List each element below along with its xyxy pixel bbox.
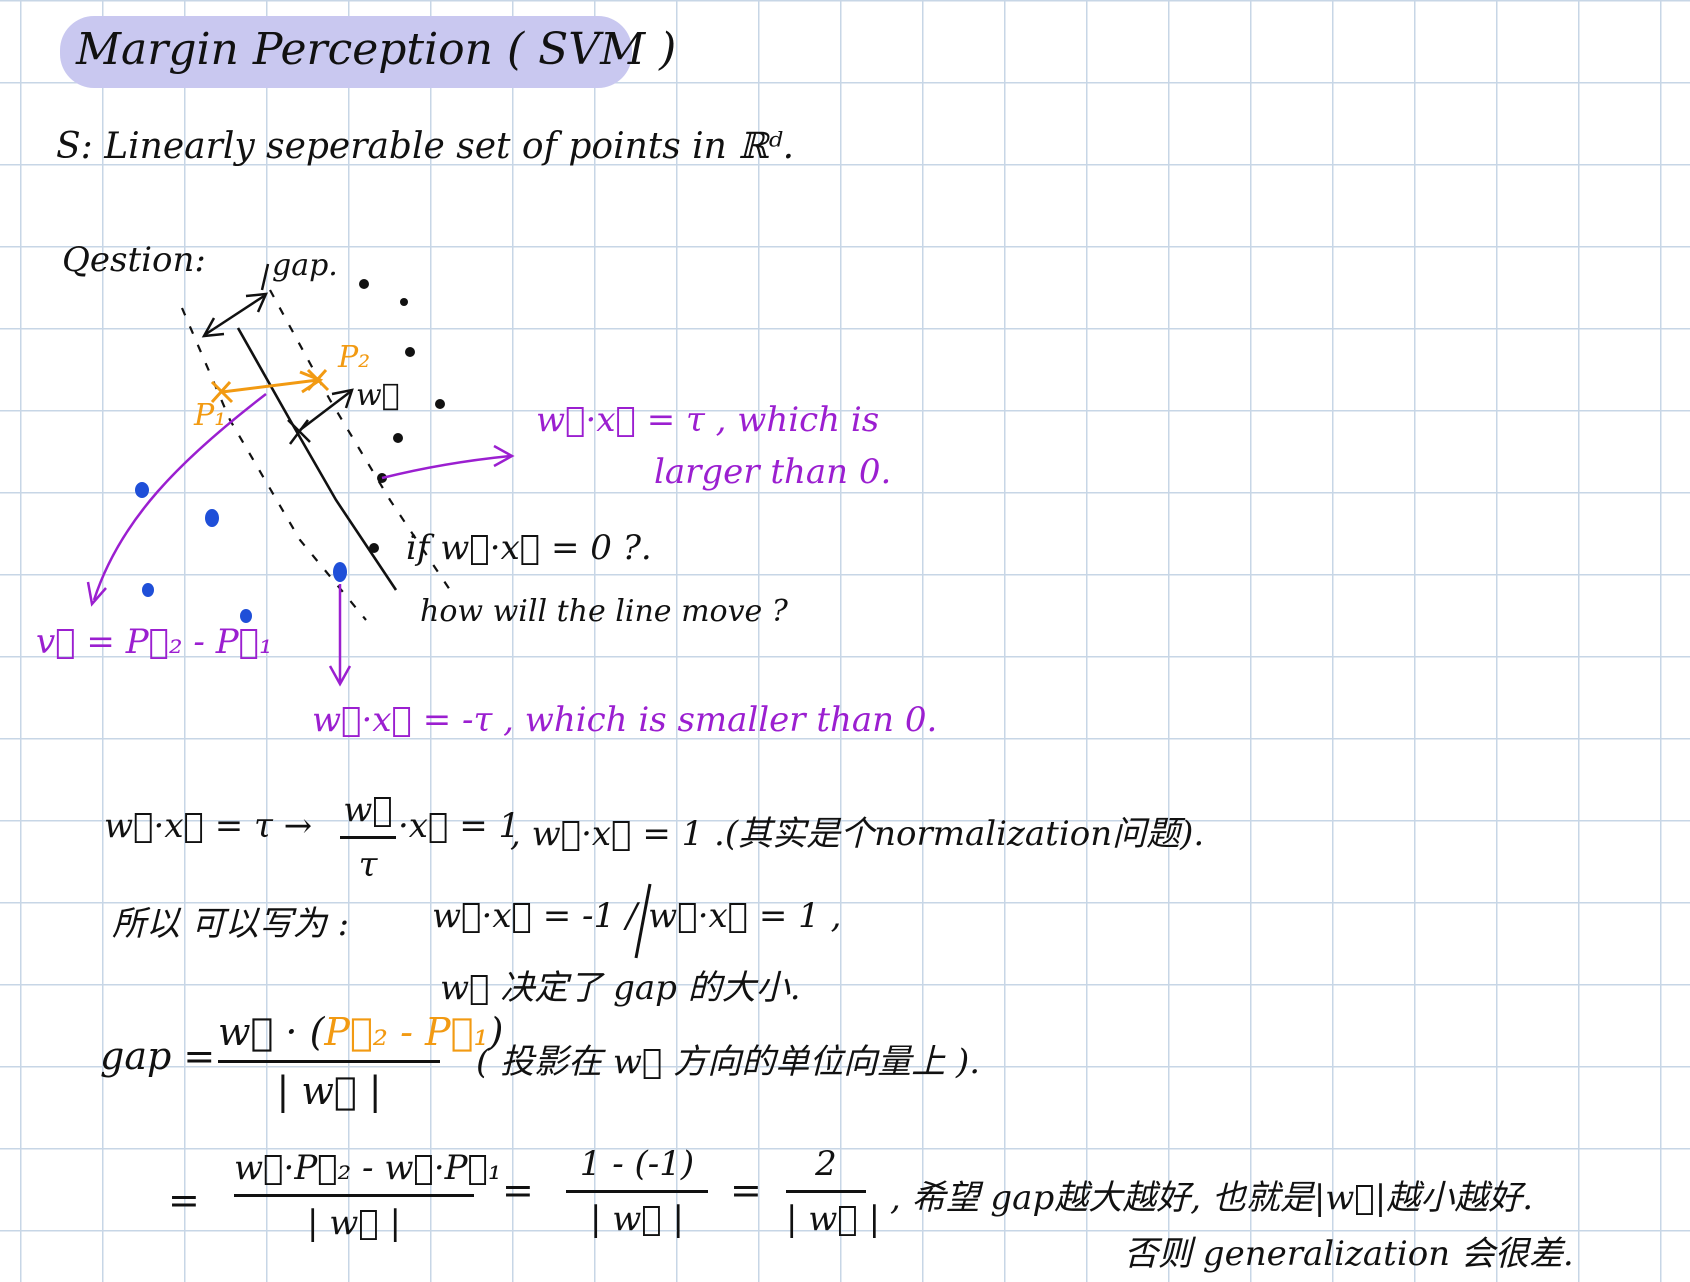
positive-point bbox=[400, 298, 408, 306]
p2-arrow-head bbox=[299, 370, 324, 394]
p1-cross bbox=[210, 380, 234, 404]
positive-note-line1: w⃗·x⃗ = τ , which is bbox=[536, 400, 880, 440]
gap-numerator-close: ) bbox=[488, 1010, 504, 1054]
two-over-w-denominator: | w⃗ | bbox=[786, 1199, 881, 1239]
title-highlight bbox=[60, 16, 632, 88]
positive-point bbox=[405, 347, 415, 357]
w-arrow-head bbox=[331, 388, 354, 409]
normalization-tail: , w⃗·x⃗ = 1 .(其实是个normalization问题). bbox=[510, 814, 1205, 854]
gap-arrow-head-right bbox=[245, 292, 269, 313]
negative-point bbox=[135, 482, 149, 498]
w-decides-gap: w⃗ 决定了 gap 的大小. bbox=[440, 968, 801, 1008]
v-callout-arrow-head bbox=[86, 581, 107, 607]
p1-label: P₁ bbox=[194, 398, 227, 433]
negative-point bbox=[142, 583, 154, 597]
positive-callout-arrow-head bbox=[493, 444, 515, 468]
how-question: how will the line move ? bbox=[420, 594, 788, 629]
v-callout-arrow bbox=[92, 393, 267, 601]
margin-equations: w⃗·x⃗ = -1 / w⃗·x⃗ = 1 , bbox=[432, 896, 842, 936]
positive-callout-arrow bbox=[381, 454, 511, 480]
gap-fraction-bar bbox=[218, 1060, 440, 1063]
if-question: if w⃗·x⃗ = 0 ?. bbox=[406, 528, 652, 568]
normalization-rhs: ·x⃗ = 1 bbox=[398, 806, 521, 846]
slash-separator bbox=[634, 883, 652, 959]
question-label: Qestion: bbox=[62, 240, 206, 280]
p1-p2-arrow bbox=[221, 378, 319, 394]
negative-point bbox=[205, 509, 219, 527]
boundary-cross-mark bbox=[287, 419, 311, 445]
dot-product-denominator: | w⃗ | bbox=[306, 1203, 402, 1243]
gap-numerator-p: P⃗₂ - P⃗₁ bbox=[324, 1010, 489, 1054]
dot-product-fraction: w⃗·P⃗₂ - w⃗·P⃗₁ | w⃗ | bbox=[234, 1148, 502, 1243]
gap-denominator: | w⃗ | bbox=[276, 1069, 382, 1113]
v-definition: v⃗ = P⃗₂ - P⃗₁ bbox=[36, 622, 273, 662]
gap-fraction: w⃗ · (P⃗₂ - P⃗₁) | w⃗ | bbox=[218, 1010, 503, 1113]
gap-numerator-w: w⃗ · ( bbox=[218, 1010, 325, 1054]
dot-product-bar bbox=[234, 1194, 474, 1197]
one-minus-fraction: 1 - (-1) | w⃗ | bbox=[566, 1144, 708, 1239]
w-label: w⃗ bbox=[356, 378, 400, 413]
gap-arrow-head-left bbox=[201, 317, 225, 338]
normalization-lhs: w⃗·x⃗ = τ → bbox=[104, 806, 313, 846]
two-over-w-numerator: 2 bbox=[815, 1144, 837, 1184]
conclusion-line2: 否则 generalization 会很差. bbox=[1124, 1234, 1574, 1274]
conclusion-line1: , 希望 gap越大越好, 也就是|w⃗|越小越好. bbox=[890, 1178, 1534, 1218]
set-definition: S: Linearly seperable set of points in ℝ… bbox=[56, 126, 795, 167]
fraction-denominator: τ bbox=[358, 845, 378, 885]
gap-label: gap. bbox=[272, 248, 338, 283]
two-over-w-bar bbox=[786, 1190, 866, 1193]
w-normal-arrow bbox=[299, 391, 351, 431]
gap-tick bbox=[260, 263, 270, 291]
p2-label: P₂ bbox=[338, 340, 371, 375]
positive-point bbox=[393, 433, 403, 443]
decision-boundary bbox=[236, 327, 398, 591]
negative-point bbox=[240, 609, 252, 623]
negative-point bbox=[333, 562, 347, 582]
fraction-bar bbox=[340, 836, 396, 839]
equals-sign: = bbox=[502, 1168, 534, 1212]
dot-product-numerator: w⃗·P⃗₂ - w⃗·P⃗₁ bbox=[234, 1148, 502, 1188]
gap-equals: gap = bbox=[100, 1034, 216, 1078]
negative-margin-line bbox=[180, 307, 367, 621]
positive-point bbox=[369, 543, 379, 553]
equals-sign: = bbox=[168, 1178, 200, 1222]
positive-point bbox=[359, 279, 369, 289]
positive-margin-line bbox=[269, 289, 451, 591]
negative-note: w⃗·x⃗ = -τ , which is smaller than 0. bbox=[312, 700, 938, 740]
negative-callout-arrow-head bbox=[328, 665, 352, 687]
one-minus-denominator: | w⃗ | bbox=[589, 1199, 685, 1239]
one-minus-bar bbox=[566, 1190, 708, 1193]
fraction-numerator: w⃗ bbox=[343, 790, 393, 830]
w-over-tau-fraction: w⃗ τ bbox=[340, 790, 396, 885]
gap-numerator: w⃗ · (P⃗₂ - P⃗₁) bbox=[218, 1010, 503, 1054]
so-label: 所以 可以写为 : bbox=[112, 904, 350, 944]
gap-arrow bbox=[205, 294, 265, 336]
projection-note: ( 投影在 w⃗ 方向的单位向量上 ). bbox=[476, 1042, 981, 1082]
one-minus-numerator: 1 - (-1) bbox=[579, 1144, 695, 1184]
page-title: Margin Perception ( SVM ) bbox=[76, 24, 677, 75]
positive-point bbox=[435, 399, 445, 409]
two-over-w-fraction: 2 | w⃗ | bbox=[786, 1144, 881, 1239]
equals-sign: = bbox=[730, 1168, 762, 1212]
positive-note-line2: larger than 0. bbox=[654, 452, 892, 492]
